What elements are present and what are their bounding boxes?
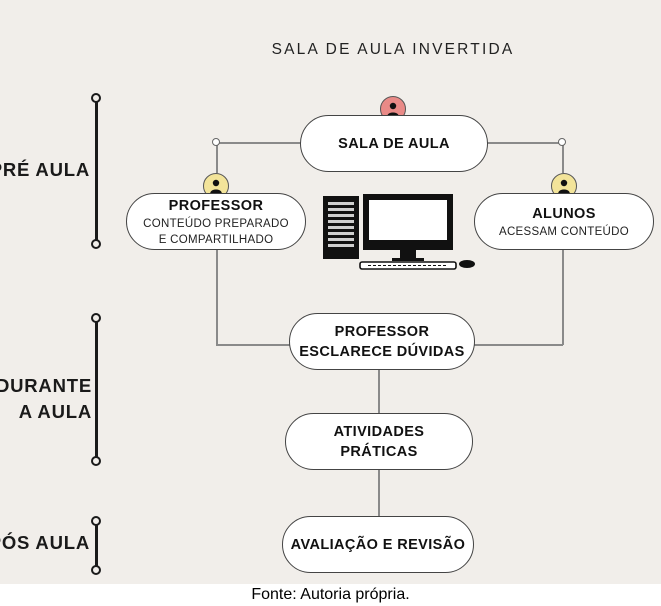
connector-alunos-to-esclarece [473, 344, 563, 346]
node-atividades-line-1: ATIVIDADES [333, 423, 425, 440]
node-atividades-praticas: ATIVIDADES PRÁTICAS [285, 413, 473, 470]
phase-label-pre-aula: PRÉ AULA [0, 159, 90, 180]
node-professor-esclarece: PROFESSOR ESCLARECE DÚVIDAS [289, 313, 475, 370]
connector-atividades-to-avaliacao [378, 469, 380, 517]
figure-caption: Fonte: Autoria própria. [251, 586, 410, 603]
phase-bar-durante-aula-bottom-end [91, 456, 101, 466]
node-professor-subtitle-2: E COMPARTILHADO [158, 233, 274, 246]
phase-bar-pos-aula-top-end [91, 516, 101, 526]
node-alunos-title: ALUNOS [532, 205, 596, 222]
phase-label-durante-aula: DURANTE A AULA [0, 375, 92, 422]
node-atividades-line-2: PRÁTICAS [340, 443, 418, 460]
phase-bar-pre-aula-top-end [91, 93, 101, 103]
phase-bar-pre-aula-bottom-end [91, 239, 101, 249]
node-alunos-subtitle: ACESSAM CONTEÚDO [498, 225, 630, 238]
node-sala-title: SALA DE AULA [338, 135, 450, 152]
node-professor-title: PROFESSOR [168, 197, 264, 214]
phase-bar-durante-aula-top-end [91, 313, 101, 323]
phase-bar-pre-aula [95, 100, 98, 244]
node-avaliacao-revisao: AVALIAÇÃO E REVISÃO [282, 516, 474, 573]
connector-professor-top [216, 142, 218, 173]
phase-bar-pos-aula-bottom-end [91, 565, 101, 575]
junction-dot-left [212, 138, 220, 146]
connector-alunos-top [562, 142, 564, 173]
node-professor-subtitle-1: CONTEÚDO PREPARADO [143, 217, 289, 230]
node-esclarece-line-1: PROFESSOR [334, 323, 430, 340]
diagram-title: SALA DE AULA INVERTIDA [271, 41, 515, 58]
diagram-canvas: SALA DE AULA INVERTIDA SALA DE AULA PROF… [0, 0, 661, 584]
connector-professor-down [216, 248, 218, 345]
phase-bar-pos-aula [95, 522, 98, 570]
node-esclarece-line-2: ESCLARECE DÚVIDAS [299, 343, 465, 360]
connector-alunos-down [562, 250, 564, 345]
phase-label-pos-aula: PÓS AULA [0, 532, 90, 553]
connector-professor-to-esclarece [216, 344, 290, 346]
node-sala-de-aula: SALA DE AULA [300, 115, 488, 172]
node-alunos: ALUNOS ACESSAM CONTEÚDO [474, 193, 654, 250]
desktop-computer-icon [323, 194, 475, 270]
node-professor: PROFESSOR CONTEÚDO PREPARADO E COMPARTIL… [126, 193, 306, 250]
node-avaliacao-title: AVALIAÇÃO E REVISÃO [290, 536, 466, 553]
junction-dot-right [558, 138, 566, 146]
phase-bar-durante-aula [95, 319, 98, 461]
connector-esclarece-to-atividades [378, 368, 380, 414]
